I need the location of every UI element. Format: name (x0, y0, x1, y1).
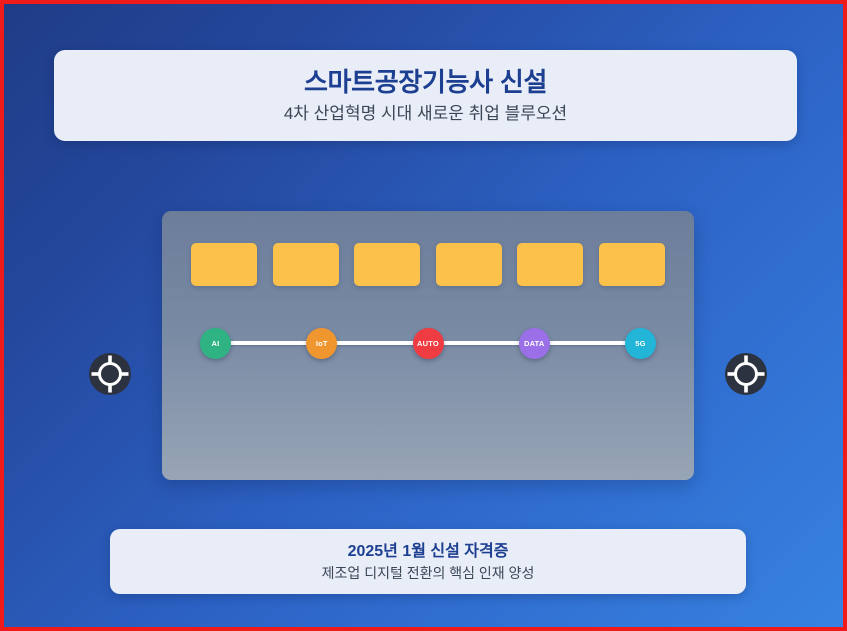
node-label: DATA (523, 338, 545, 348)
node-data[interactable]: DATA (518, 327, 550, 359)
node-5g[interactable]: 5G (625, 327, 656, 359)
footer-subtitle: 제조업 디지털 전환의 핵심 인재 양성 (321, 564, 535, 581)
node-iot[interactable]: IoT (306, 327, 338, 359)
crosshair-icon-right (724, 352, 768, 396)
footer-title: 2025년 1월 신설 자격증 (347, 542, 509, 560)
crosshair-icon-left (88, 352, 132, 396)
footer-card: 2025년 1월 신설 자격증 제조업 디지털 전환의 핵심 인재 양성 (110, 529, 746, 594)
page-subtitle: 4차 산업혁명 시대 새로운 취업 블루오션 (283, 103, 568, 123)
node-ai[interactable]: AI (200, 327, 231, 359)
module-bar (517, 243, 584, 286)
header-card: 스마트공장기능사 신설 4차 산업혁명 시대 새로운 취업 블루오션 (54, 50, 797, 141)
node-label: AI (211, 338, 220, 348)
node-label: AUTO (417, 338, 439, 348)
node-label: 5G (635, 338, 646, 348)
module-bar (272, 243, 339, 286)
node-auto[interactable]: AUTO (412, 327, 444, 359)
module-bar (191, 243, 257, 286)
page-title: 스마트공장기능사 신설 (303, 66, 548, 97)
module-bar (354, 243, 421, 286)
module-bar-row (191, 243, 665, 286)
module-bar (598, 243, 665, 286)
technology-node-chain: AI IoT AUTO DATA 5G (200, 327, 656, 359)
smart-factory-panel: AI IoT AUTO DATA 5G (162, 211, 694, 480)
module-bar (435, 243, 502, 286)
node-label: IoT (315, 338, 328, 348)
